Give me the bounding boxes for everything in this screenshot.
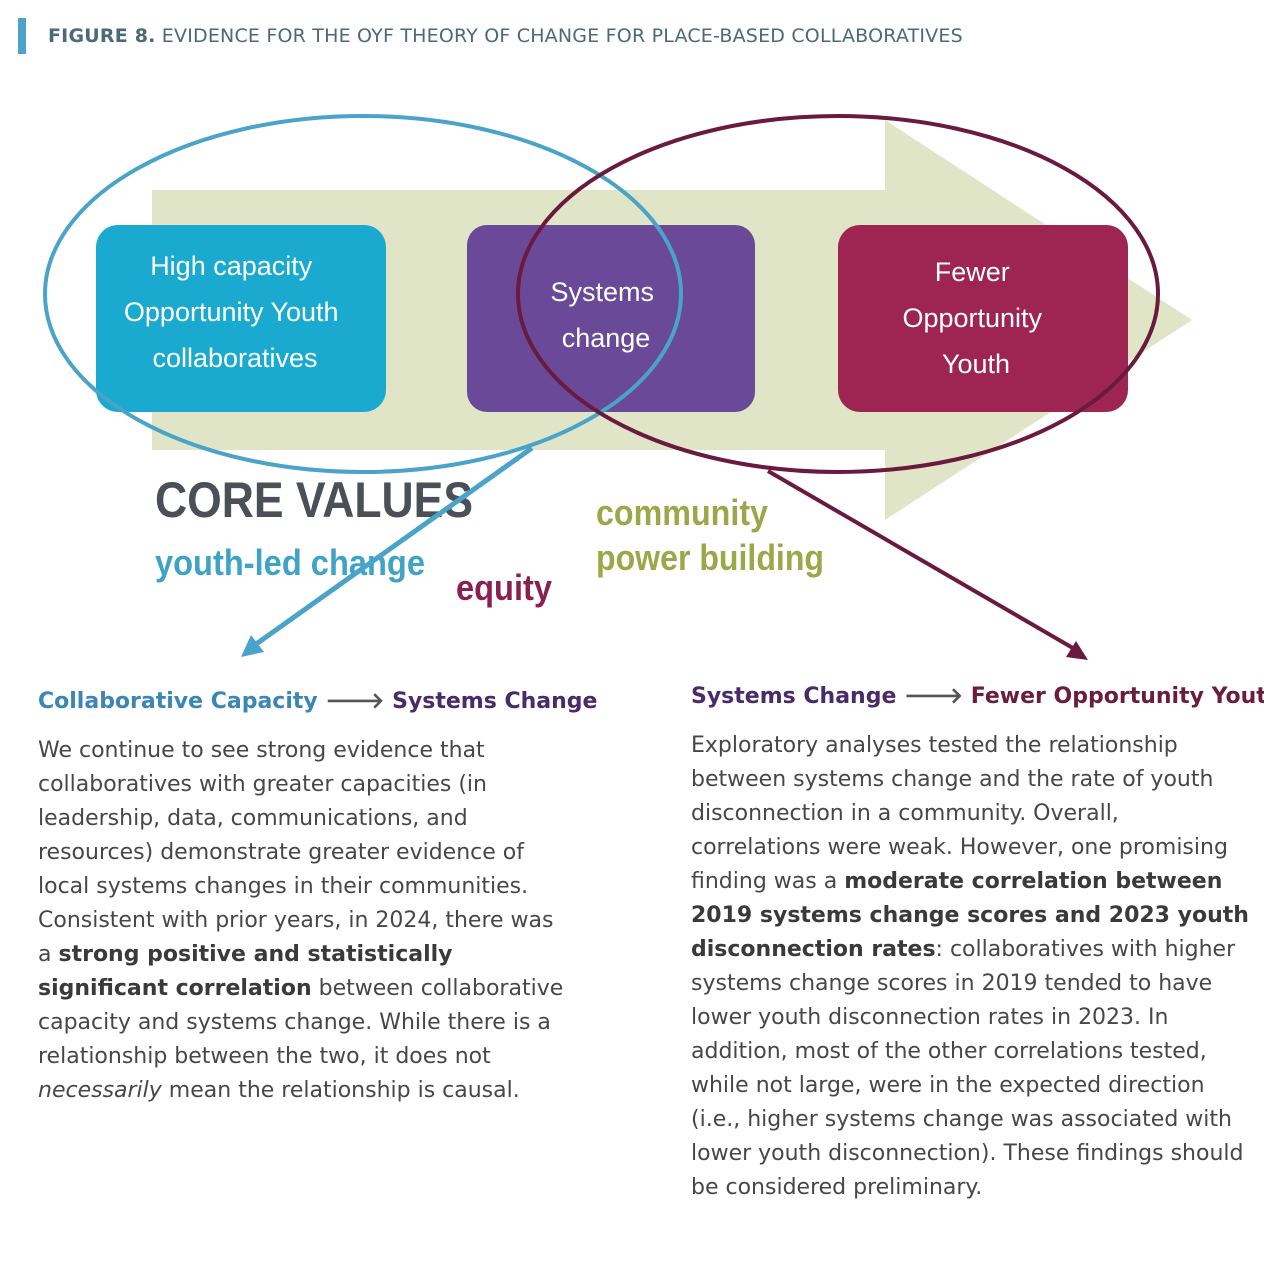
value-youth-led-change: youth-led change: [155, 542, 425, 583]
left-heading: Collaborative Capacity 🡒 Systems Change: [38, 688, 597, 714]
right-arrow-icon: 🡒: [904, 684, 964, 709]
box-systems-change-line-2: change: [562, 323, 651, 353]
right-paragraph: Exploratory analyses tested the relation…: [691, 729, 1251, 1205]
teal-pointer-arrow: [250, 445, 534, 650]
maroon-ellipse: [516, 114, 1160, 474]
core-values-heading: CORE VALUES: [155, 472, 473, 528]
left-heading-a: Collaborative Capacity: [38, 689, 318, 714]
left-paragraph: We continue to see strong evidence that …: [38, 734, 568, 1108]
right-bold-1: moderate correlation between 2019 system…: [691, 869, 1249, 962]
box-systems-change: [467, 225, 755, 412]
left-text-3: mean the relationship is causal.: [161, 1078, 520, 1103]
left-bold-1: strong positive and statistically signif…: [38, 942, 453, 1001]
header-accent-bar: [18, 18, 26, 54]
right-arrow-icon: 🡒: [325, 689, 385, 714]
left-italic-1: necessarily: [38, 1078, 162, 1103]
left-text-2: between collaborative capacity and syste…: [38, 976, 564, 1069]
value-community: community: [596, 492, 768, 533]
box-high-capacity-line-1: High capacity: [150, 251, 313, 281]
right-text-1: Exploratory analyses tested the relation…: [691, 733, 1228, 894]
left-column: Collaborative Capacity 🡒 Systems Change …: [38, 688, 597, 1108]
teal-pointer-arrowhead: [241, 635, 264, 657]
svg-text:Systems change: Systems change: [550, 277, 661, 353]
figure-header: FIGURE 8. EVIDENCE FOR THE OYF THEORY OF…: [18, 18, 963, 54]
box-fewer-oy: [838, 225, 1128, 412]
right-heading-b: Fewer Opportunity Youth: [970, 684, 1264, 709]
figure-title-text: EVIDENCE FOR THE OYF THEORY OF CHANGE FO…: [161, 25, 963, 47]
box-high-capacity-line-3: collaboratives: [152, 343, 317, 373]
box-high-capacity: [96, 225, 386, 412]
box-systems-change-line-1: Systems: [550, 277, 654, 307]
right-heading: Systems Change 🡒 Fewer Opportunity Youth: [691, 683, 1264, 709]
svg-text:Fewer Opportunity Yout: Fewer Opportunity Youth: [902, 257, 1049, 379]
svg-text:High capacity Opportunity: High capacity Opportunity Youth collabor…: [124, 251, 346, 373]
right-text-2: : collaboratives with higher systems cha…: [691, 937, 1244, 1200]
figure-label: FIGURE 8.: [48, 25, 156, 47]
theory-of-change-diagram: High capacity Opportunity Youth collabor…: [43, 114, 1192, 660]
value-equity: equity: [456, 567, 552, 608]
teal-ellipse: [43, 114, 683, 474]
box-fewer-oy-line-3: Youth: [942, 349, 1010, 379]
figure-title: FIGURE 8. EVIDENCE FOR THE OYF THEORY OF…: [48, 25, 963, 47]
box-fewer-oy-line-2: Opportunity: [902, 303, 1042, 333]
right-heading-a: Systems Change: [691, 684, 897, 709]
box-high-capacity-line-2: Opportunity Youth: [124, 297, 339, 327]
left-text-1: We continue to see strong evidence that …: [38, 738, 554, 967]
left-heading-b: Systems Change: [392, 689, 598, 714]
maroon-pointer-arrow: [766, 469, 1080, 653]
right-column: Systems Change 🡒 Fewer Opportunity Youth…: [691, 683, 1264, 1205]
maroon-pointer-arrowhead: [1066, 641, 1088, 660]
box-fewer-oy-line-1: Fewer: [935, 257, 1010, 287]
value-power-building: power building: [596, 537, 824, 578]
